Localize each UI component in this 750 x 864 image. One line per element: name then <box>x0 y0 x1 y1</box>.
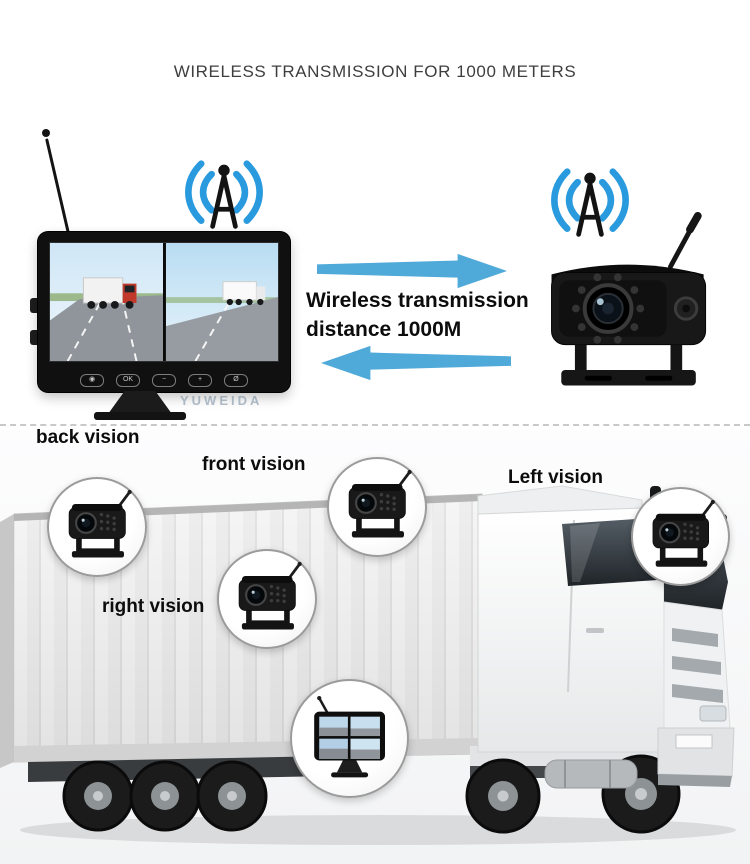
screen-left-panel <box>50 243 164 361</box>
monitor: ◉ OK − + Ø <box>38 232 290 392</box>
camera-icon <box>225 557 309 641</box>
brand-watermark: YUWEIDA <box>180 393 263 408</box>
dashed-divider <box>0 424 750 426</box>
screen-right-panel <box>165 243 278 361</box>
monitor-button-plus-icon: + <box>188 374 212 387</box>
page-title: WIRELESS TRANSMISSION FOR 1000 METERS <box>173 62 577 81</box>
monitor-screen-scene <box>50 243 278 361</box>
headlight <box>699 705 727 722</box>
monitor-icon <box>314 695 385 778</box>
monitor-button-power-icon: Ø <box>224 374 248 387</box>
wireless-text-line2: distance 1000M <box>306 318 462 342</box>
camera-ir-leds <box>572 273 645 344</box>
callout-left-vision-camera <box>631 487 730 586</box>
monitor-mount-clip <box>30 298 41 313</box>
camera-icon <box>55 485 139 569</box>
camera-bracket <box>561 369 696 386</box>
callout-quad-monitor <box>290 679 409 798</box>
camera-icon <box>335 465 419 549</box>
camera-icon <box>639 495 723 579</box>
front-vision-label: front vision <box>202 454 306 475</box>
callout-front-vision-camera <box>327 457 427 557</box>
arrow-left-icon <box>321 345 511 381</box>
callout-back-vision-camera <box>47 477 147 577</box>
fuel-tank <box>544 759 638 789</box>
right-vision-label: right vision <box>102 596 205 617</box>
monitor-screen <box>49 242 279 362</box>
arrow-right-icon <box>317 253 507 289</box>
monitor-antenna <box>45 138 71 239</box>
callout-right-vision-camera <box>217 549 317 649</box>
monitor-button-minus-icon: − <box>152 374 176 387</box>
left-vision-label: Left vision <box>508 467 604 488</box>
monitor-antenna-tip <box>42 129 50 137</box>
wireless-distance-text: Wireless transmission distance 1000M <box>306 286 546 345</box>
trailer-wheels <box>62 760 268 832</box>
monitor-mount-clip <box>30 330 41 345</box>
wireless-text-line1: Wireless transmission <box>306 289 529 312</box>
back-vision-label: back vision <box>36 427 140 448</box>
monitor-button-ok-icon: OK <box>116 374 140 387</box>
monitor-button-mode-icon: ◉ <box>80 374 104 387</box>
monitor-stand <box>108 391 172 414</box>
monitor-stand-base <box>94 412 186 420</box>
wireless-signal-icon-monitor <box>176 158 272 234</box>
wireless-camera <box>551 212 707 386</box>
monitor-buttons: ◉ OK − + Ø <box>38 374 290 387</box>
